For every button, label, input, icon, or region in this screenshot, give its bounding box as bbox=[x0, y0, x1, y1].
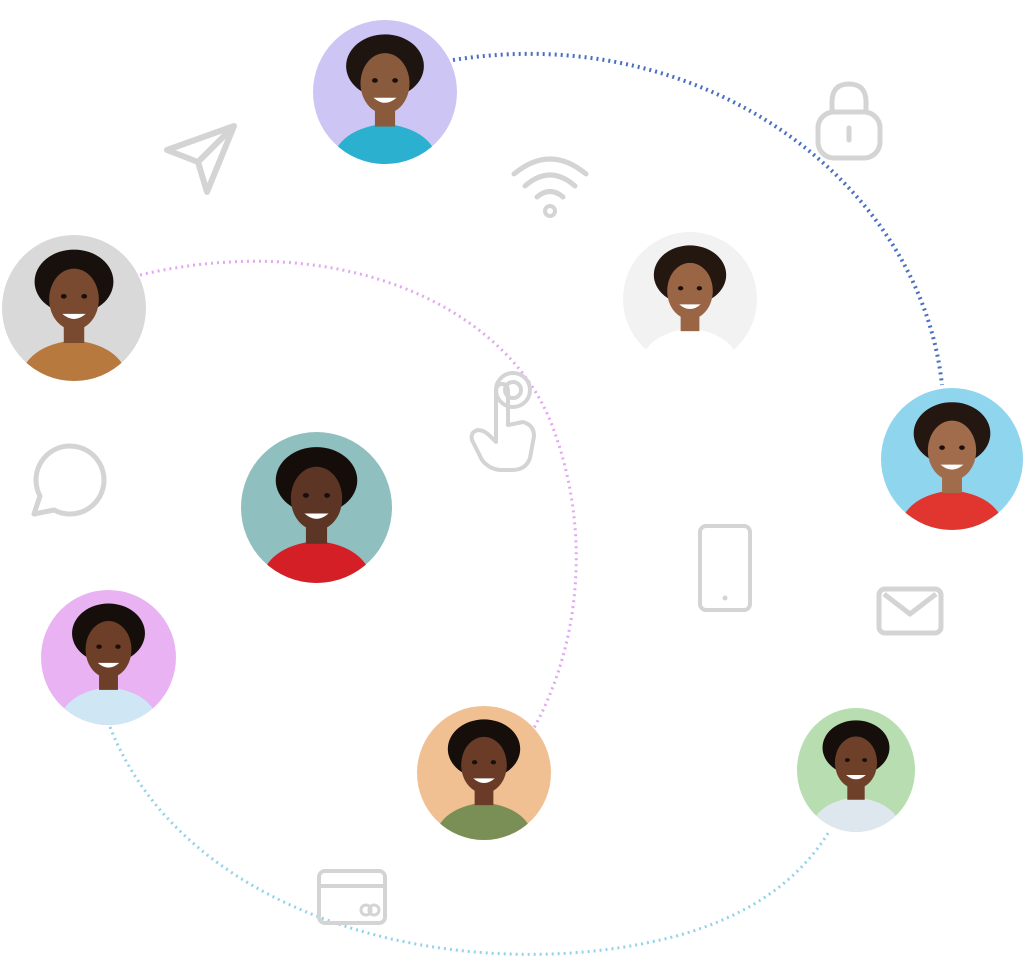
bottom-arc bbox=[108, 726, 832, 956]
avatar bbox=[41, 590, 176, 725]
avatar bbox=[417, 706, 551, 840]
envelope-icon bbox=[876, 586, 944, 636]
chat-bubble-icon bbox=[26, 440, 107, 520]
pointing-hand-icon bbox=[468, 370, 543, 475]
avatar bbox=[241, 432, 392, 583]
wifi-icon bbox=[510, 150, 590, 220]
avatar bbox=[797, 708, 915, 832]
credit-card-icon bbox=[316, 868, 388, 926]
paper-plane-icon bbox=[162, 120, 242, 200]
padlock-icon bbox=[814, 80, 884, 162]
avatar bbox=[881, 388, 1023, 530]
avatar bbox=[623, 232, 757, 366]
smartphone-icon bbox=[697, 523, 753, 613]
top-arc bbox=[452, 51, 944, 386]
avatar bbox=[313, 20, 457, 164]
avatar bbox=[2, 235, 146, 381]
